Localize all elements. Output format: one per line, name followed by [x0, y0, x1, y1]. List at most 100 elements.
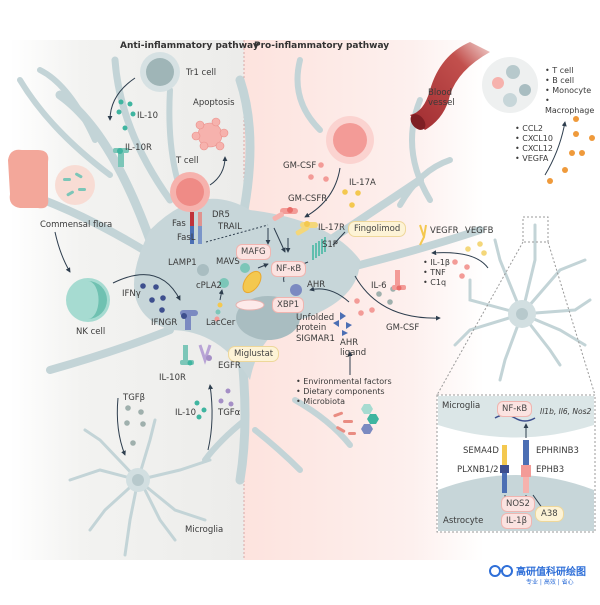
ifngr-receptor: [180, 310, 198, 330]
dashed-link: [205, 224, 269, 243]
immune-cell-item: Monocyte: [545, 86, 600, 96]
tgfb-label: TGFβ: [123, 393, 146, 403]
inset-microglia-label: Microglia: [442, 401, 481, 411]
chemokine-item: CCL2: [515, 124, 553, 134]
tgfb-dots: [124, 405, 146, 446]
ephb3-label: EPHB3: [536, 465, 565, 475]
gm-csfr-label: GM-CSFR: [288, 194, 328, 204]
t-cell-left-nucleus: [176, 178, 204, 206]
apoptosis-label: Apoptosis: [193, 98, 235, 108]
trail-label: TRAIL: [218, 222, 242, 232]
tr1-cell-label: Tr1 cell: [186, 68, 217, 78]
a38-drug: A38: [535, 506, 564, 522]
ephrinb3-ephb3: [521, 440, 531, 493]
vegfb-label: VEGFB: [465, 226, 494, 236]
anti-pathway-title: Anti-inflammatory pathway: [120, 41, 259, 51]
miglustat-drug: Miglustat: [228, 346, 280, 362]
t-cell-right-arrow: [304, 167, 341, 218]
cpla2-protein: [219, 278, 229, 288]
nfkb-pill: NF-κB: [271, 261, 307, 277]
ahr-source-item: Microbiota: [296, 397, 392, 407]
ephrinb3-label: EPHRINB3: [536, 446, 579, 456]
immune-t-cell: [492, 77, 504, 89]
immune-cell-item: Macrophage: [545, 96, 600, 116]
zoom-line-left: [436, 241, 524, 396]
astro-factor-item: TNF: [423, 268, 450, 278]
il10-label-top: IL-10: [137, 111, 158, 121]
microglia-left-nucleus: [132, 474, 144, 486]
tr1-arrow: [107, 77, 136, 121]
apoptosis-arrow: [209, 156, 228, 186]
lamp1-label: LAMP1: [168, 258, 197, 268]
chemokines-list: CCL2 CXCL10 CXCL12 VEGFA: [515, 124, 553, 164]
sema4d-plxnb: [500, 445, 509, 493]
fingolimod-drug: Fingolimod: [348, 221, 407, 237]
astrocyte-processes: [453, 223, 592, 382]
ahr-sources-list: Environmental factors Dietary components…: [296, 377, 392, 407]
inset-nfkb-pill: NF-κB: [497, 401, 533, 417]
astro-factor-item: C1q: [423, 278, 450, 288]
watermark-logo: 高研值科研绘图 专业 | 高效 | 省心: [488, 560, 598, 592]
blood-vessel-lumen: [410, 114, 426, 130]
il17r-label: IL-17R: [318, 223, 345, 233]
fingolimod-inhibit: [332, 231, 346, 246]
t-cell-right-nucleus: [333, 123, 367, 157]
inset-astrocyte-label: Astrocyte: [443, 516, 484, 526]
chemokine-item: CXCL10: [515, 134, 553, 144]
right-membrane-receptor: [392, 270, 406, 291]
dr5-label: DR5: [212, 210, 230, 220]
laccer-label: LacCer: [206, 318, 236, 328]
microglia-label-left: Microglia: [185, 525, 224, 535]
tgfa-dots: [218, 388, 234, 407]
immune-macrophage: [503, 93, 517, 107]
chemokine-item: CXCL12: [515, 144, 553, 154]
gm-csf-label-top: GM-CSF: [283, 161, 317, 171]
nos2-pill: NOS2: [501, 496, 535, 512]
ahr-ligand-arrow: [309, 286, 350, 303]
fasl-label: FasL: [177, 233, 196, 243]
ifng-label: IFNγ: [122, 289, 141, 299]
vegfr-label: VEGFR: [430, 226, 459, 236]
astro-factors-list: IL-1β TNF C1q: [423, 258, 450, 288]
sigmar1-label: SIGMAR1: [296, 334, 335, 344]
astro-factor-item: IL-1β: [423, 258, 450, 268]
il17a-dots: [342, 189, 361, 208]
ahr-label: AHR: [307, 280, 326, 290]
dna-transcript: [235, 299, 265, 311]
egfr-label: EGFR: [218, 361, 241, 371]
xbp1-pill: XBP1: [272, 297, 305, 313]
gm-csf-dots-bottom: [354, 298, 375, 316]
commensal-flora-label: Commensal flora: [40, 220, 113, 230]
glasses-logo-icon: [489, 565, 513, 577]
fas-trail-receptors: [190, 212, 202, 244]
vegfr-receptor: [419, 224, 427, 246]
zoom-region: [522, 216, 549, 243]
astrocyte-nucleus: [516, 308, 528, 320]
nfkb-input-arrows: [257, 227, 309, 269]
ahr-source-item: Environmental factors: [296, 377, 391, 387]
gm-csf-label-bottom: GM-CSF: [386, 323, 420, 333]
pro-pathway-title: Pro-inflammatory pathway: [254, 41, 390, 51]
immune-cells-list: T cell B cell Monocyte Macrophage: [545, 66, 600, 116]
cpla2-label: cPLA2: [196, 281, 222, 291]
ahr-ligand-label: AHR ligand: [340, 338, 367, 358]
immune-cells-bubble: [482, 57, 538, 113]
ifng-arrow: [112, 274, 181, 301]
intestine-icon: [8, 149, 49, 209]
il10-dots-top: [116, 99, 136, 131]
egfr-receptor: [198, 344, 212, 365]
bacteria-icons: [63, 172, 86, 197]
chemokine-item: VEGFA: [515, 154, 553, 164]
tgfb-arrow: [116, 397, 126, 456]
il10r-label-bottom: IL-10R: [159, 373, 186, 383]
ahr-ligand-triangles: [333, 312, 352, 336]
blood-vessel: [410, 42, 490, 130]
ahr-protein: [290, 284, 302, 296]
watermark-title: 高研值科研绘图: [516, 567, 586, 578]
s1p-label: S1P: [322, 240, 338, 250]
blood-vessel-label: Blood vessel: [428, 88, 455, 108]
apoptotic-body: [191, 117, 229, 151]
central-microglia-processes: [11, 56, 484, 485]
immune-b-cell: [506, 65, 520, 79]
